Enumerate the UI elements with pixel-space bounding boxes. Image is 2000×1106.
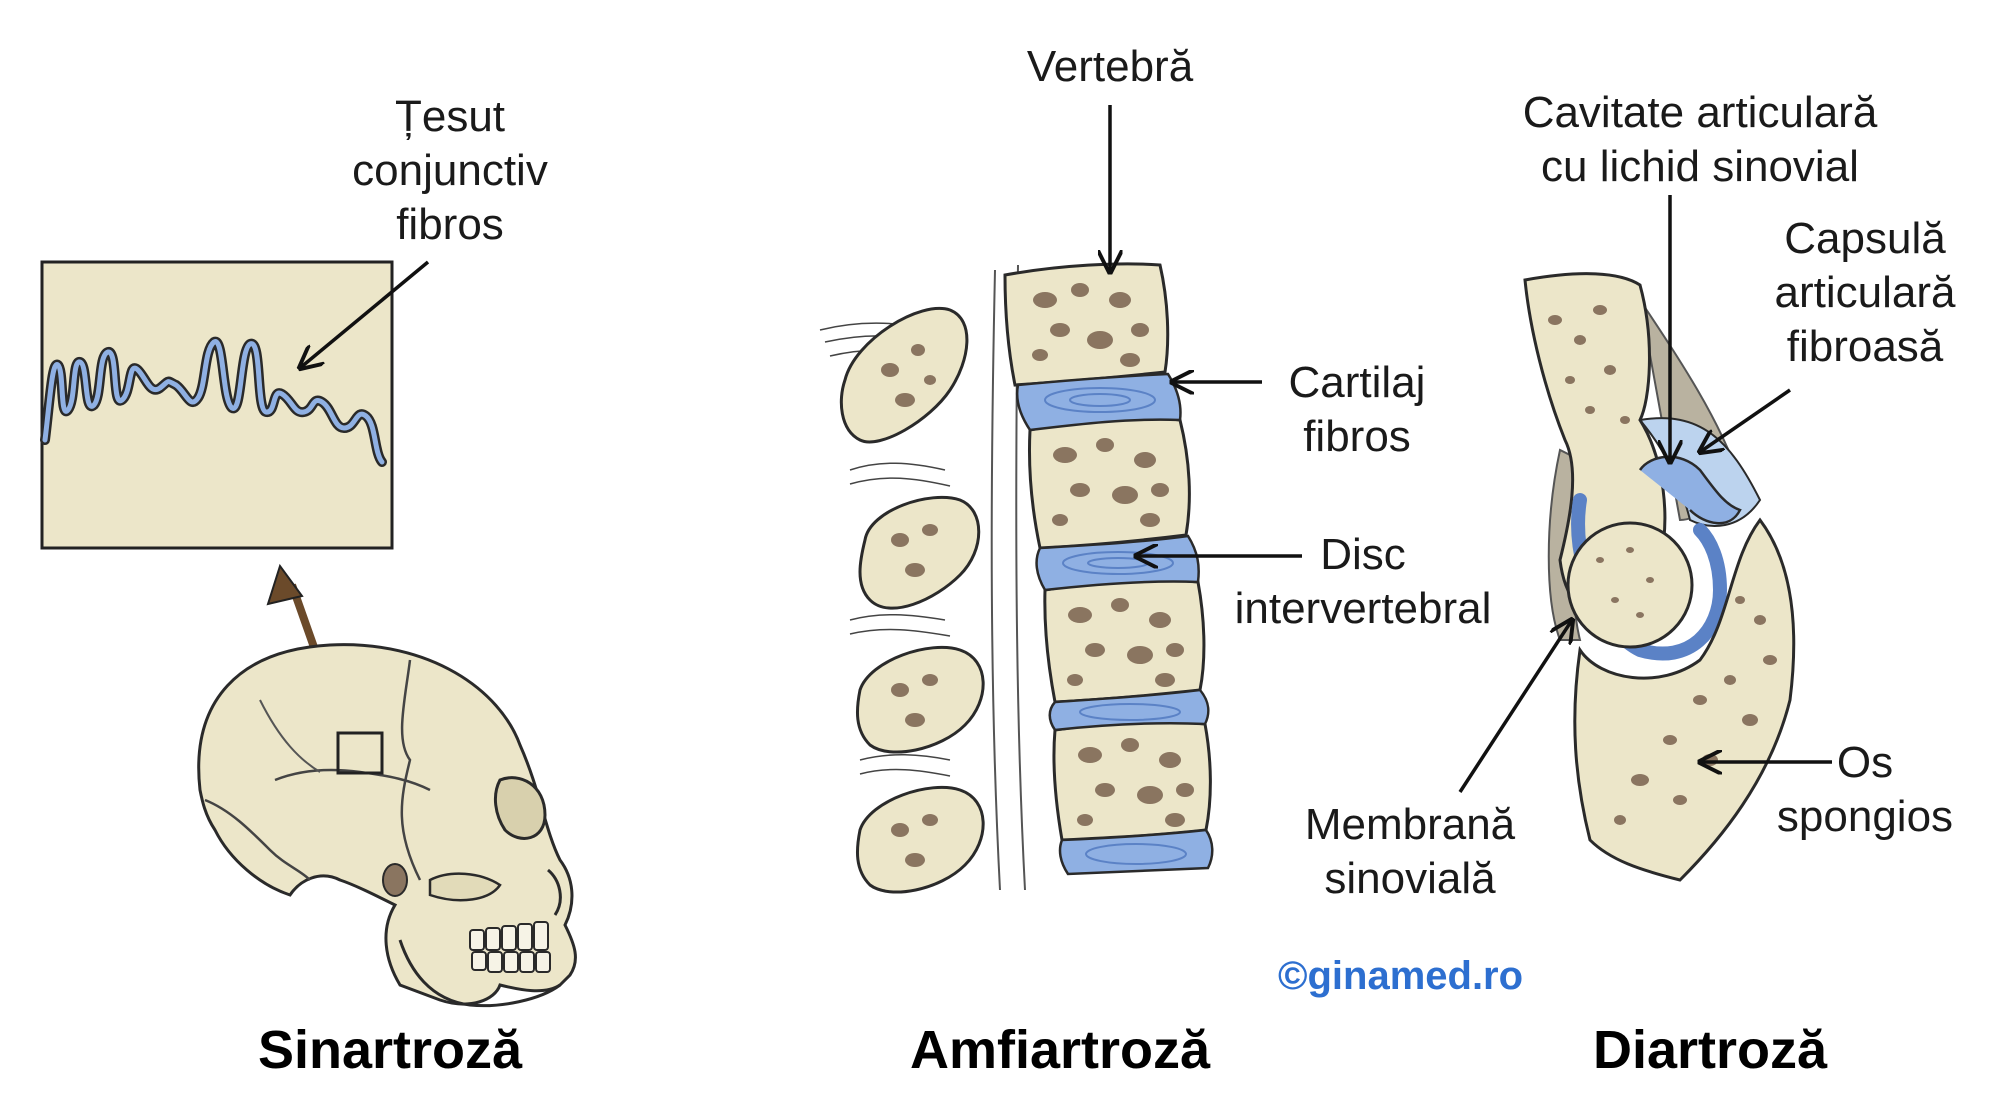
title-amfiartroza: Amfiartroză bbox=[909, 1020, 1211, 1080]
label-os-line-1: Os bbox=[1836, 738, 1894, 787]
amfiartroza-panel bbox=[819, 105, 1302, 894]
label-tesut-conjunctiv-fibros: Țesut conjunctiv fibros bbox=[330, 90, 570, 252]
suture-zoom-box bbox=[40, 260, 394, 550]
vertebra-body-2 bbox=[1027, 416, 1191, 550]
ear-canal bbox=[382, 863, 408, 897]
label-tesut-line-3: fibros bbox=[396, 200, 504, 249]
tesut-pointer-arrow bbox=[300, 260, 430, 368]
title-diartroza: Diartroză bbox=[1592, 1020, 1828, 1080]
label-disc-line-2: intervertebral bbox=[1234, 584, 1492, 633]
label-cartilaj-fibros: Cartilaj fibros bbox=[1262, 356, 1452, 464]
spinal-canal-line-left bbox=[990, 269, 1001, 891]
vertebra-spongy-holes bbox=[1032, 283, 1194, 827]
lambdoid-suture bbox=[204, 798, 311, 881]
lower-bone bbox=[1573, 517, 1796, 882]
label-capsula-line-2: articulară bbox=[1774, 268, 1956, 317]
membrana-pointer-arrow bbox=[1458, 620, 1572, 793]
disc-4 bbox=[1058, 828, 1214, 876]
label-cartilaj-line-1: Cartilaj bbox=[1288, 358, 1426, 407]
label-capsula-line-3: fibroasă bbox=[1786, 322, 1944, 371]
spinous-process-1 bbox=[839, 307, 969, 444]
process-holes bbox=[881, 344, 938, 867]
teeth bbox=[469, 921, 551, 973]
spinous-process-2 bbox=[858, 495, 981, 610]
label-tesut-line-1: Țesut bbox=[394, 92, 506, 141]
label-cavitate-line-1: Cavitate articulară bbox=[1522, 88, 1878, 137]
label-os-spongios: Os spongios bbox=[1760, 736, 1970, 844]
disc-1 bbox=[1015, 372, 1182, 432]
label-disc-intervertebral: Disc intervertebral bbox=[1218, 528, 1508, 636]
label-capsula-line-1: Capsulă bbox=[1784, 214, 1946, 263]
credit-watermark: ©ginamed.ro bbox=[1278, 954, 1524, 998]
label-tesut-line-2: conjunctiv bbox=[352, 146, 548, 195]
skull-illustration bbox=[197, 643, 577, 1008]
label-cavitate-articulara: Cavitate articulară cu lichid sinovial bbox=[1480, 86, 1920, 194]
label-cartilaj-line-2: fibros bbox=[1303, 412, 1411, 461]
eye-socket bbox=[493, 776, 547, 840]
disc-rings bbox=[1044, 387, 1187, 865]
skull-to-zoom-arrowhead bbox=[266, 563, 304, 606]
vertebra-body-3 bbox=[1043, 578, 1206, 704]
parietal-line bbox=[259, 699, 321, 773]
disc-2 bbox=[1035, 534, 1200, 592]
label-cavitate-line-2: cu lichid sinovial bbox=[1541, 142, 1859, 191]
spinous-process-3 bbox=[855, 645, 985, 754]
label-disc-line-1: Disc bbox=[1320, 530, 1406, 579]
nasal-cavity bbox=[546, 868, 562, 916]
mandible bbox=[398, 939, 561, 1008]
capsula-pointer-arrow bbox=[1700, 388, 1791, 452]
spinous-process-4 bbox=[855, 785, 985, 894]
spinous-processes bbox=[839, 307, 985, 894]
label-membrana-line-2: sinovială bbox=[1324, 854, 1496, 903]
disc-3 bbox=[1048, 688, 1210, 732]
joint-head bbox=[1566, 521, 1694, 649]
coronal-suture bbox=[400, 659, 422, 881]
title-sinartroza: Sinartroză bbox=[257, 1020, 523, 1080]
label-membrana-sinoviala: Membrană sinovială bbox=[1300, 798, 1520, 906]
label-capsula-articulara: Capsulă articulară fibroasă bbox=[1750, 212, 1980, 374]
skull-zoom-marker bbox=[336, 731, 384, 775]
label-os-line-2: spongios bbox=[1776, 792, 1954, 841]
sinartroza-panel bbox=[40, 260, 577, 1008]
diartroza-panel bbox=[1458, 195, 1832, 882]
label-membrana-line-1: Membrană bbox=[1304, 800, 1516, 849]
label-vertebra: Vertebră bbox=[1026, 42, 1194, 91]
skull-cranium bbox=[197, 643, 577, 1006]
intervertebral-discs bbox=[1015, 372, 1214, 876]
zygomatic-arch bbox=[428, 872, 502, 902]
